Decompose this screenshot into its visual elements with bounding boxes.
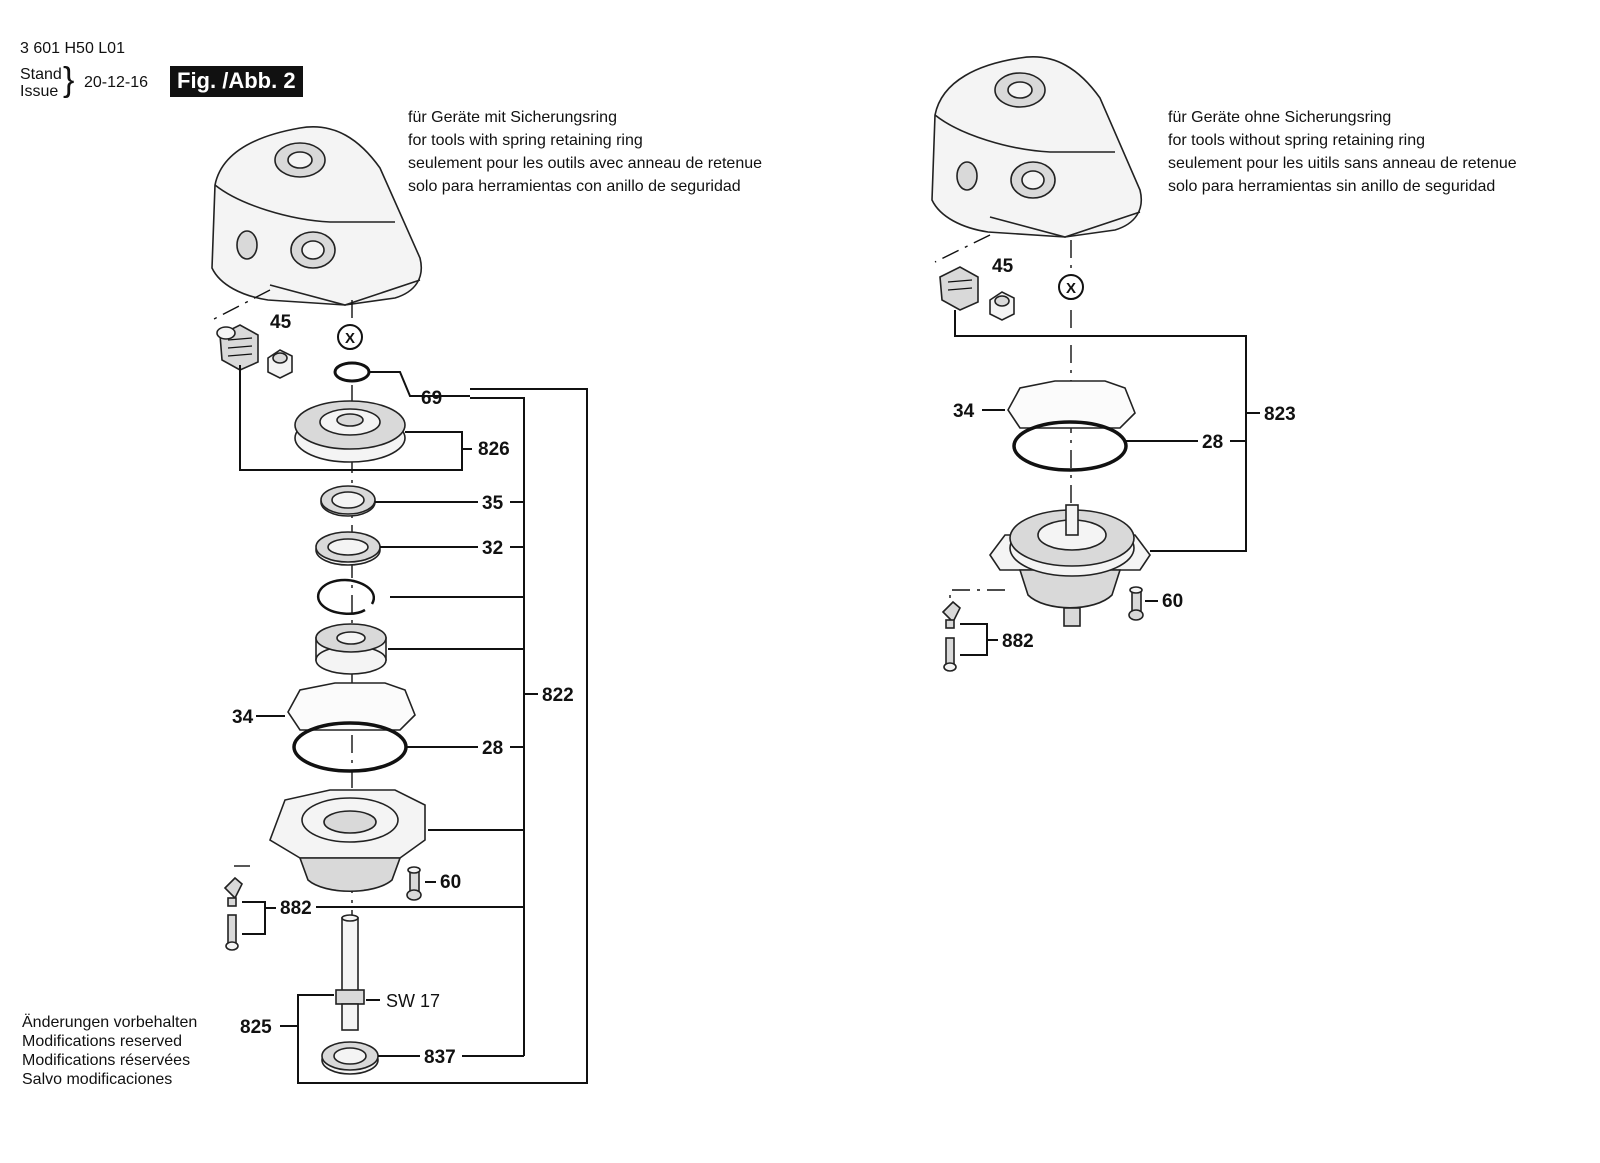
left-note-line: für Geräte mit Sicherungsring [408, 109, 617, 126]
left-assembly: X 45 69 826 35 [211, 126, 588, 1084]
right-note-line: solo para herramientas sin anillo de seg… [1168, 178, 1496, 195]
cover-plate-34-right [1007, 380, 1136, 429]
brace-glyph: } [63, 61, 75, 99]
left-note-line: seulement pour les outils avec anneau de… [408, 155, 763, 172]
gear-housing-left [211, 126, 422, 306]
x-marker-label: X [1066, 280, 1076, 297]
right-note-line: seulement pour les uitils sans anneau de… [1168, 155, 1517, 172]
screws-882-right [941, 600, 961, 672]
issue-label: Issue [20, 83, 59, 100]
seal-32 [315, 531, 381, 566]
part-label-822: 822 [542, 685, 574, 706]
retaining-ring-69 [333, 361, 371, 383]
x-marker-left [337, 324, 363, 350]
part-label-32: 32 [482, 538, 503, 559]
o-ring-28-right [1012, 420, 1128, 472]
left-note: für Geräte mit Sicherungsring for tools … [408, 106, 762, 198]
screw-60-right [1128, 586, 1144, 621]
part-label-69: 69 [421, 388, 442, 409]
figure-title: Fig. /Abb. 2 [170, 66, 303, 97]
part-label-837: 837 [424, 1047, 456, 1068]
crown-gear-826 [294, 400, 406, 463]
x-marker-right [1058, 274, 1084, 300]
left-note-line: solo para herramientas con anillo de seg… [408, 178, 741, 195]
pinion-gear-left [216, 324, 293, 379]
gear-housing-right [931, 56, 1142, 238]
screw-60 [406, 866, 422, 901]
ball-bearing [315, 623, 387, 675]
pinion-gear-right [939, 266, 1015, 321]
part-label-882: 882 [280, 898, 312, 919]
part-label-45-right: 45 [992, 256, 1014, 277]
part-label-60: 60 [440, 872, 461, 893]
stand-label: Stand [20, 66, 62, 83]
part-label-28: 28 [482, 738, 503, 759]
screws-882 [223, 876, 243, 951]
issue-date: 20-12-16 [84, 74, 149, 91]
footer-note-line: Modifications reserved [22, 1033, 183, 1050]
part-label-45: 45 [270, 312, 292, 333]
left-note-line: for tools with spring retaining ring [408, 132, 643, 149]
crown-gear-flange-assembly [989, 504, 1151, 627]
part-label-34-right: 34 [953, 401, 975, 422]
part-label-823: 823 [1264, 404, 1296, 425]
footer-note-line: Änderungen vorbehalten [22, 1014, 198, 1031]
part-label-35: 35 [482, 493, 504, 514]
part-label-60-right: 60 [1162, 591, 1183, 612]
footer-note-line: Salvo modificaciones [22, 1071, 173, 1088]
wrench-size-label: SW 17 [386, 991, 440, 1011]
part-label-882-right: 882 [1002, 631, 1034, 652]
right-assembly: X 45 823 34 28 [931, 56, 1296, 672]
needle-bearing-35 [320, 485, 376, 517]
footer-note: Änderungen vorbehalten Modifications res… [22, 1013, 197, 1089]
cover-plate-34 [287, 682, 416, 731]
right-note-line: für Geräte ohne Sicherungsring [1168, 109, 1392, 126]
part-label-28-right: 28 [1202, 432, 1223, 453]
x-marker-label: X [345, 330, 355, 347]
footer-note-line: Modifications réservées [22, 1052, 191, 1069]
part-label-34: 34 [232, 707, 254, 728]
right-note-line: for tools without spring retaining ring [1168, 132, 1426, 149]
document-number: 3 601 H50 L01 [20, 40, 125, 57]
spindle [335, 914, 365, 1031]
part-label-826: 826 [478, 439, 510, 460]
needle-bearing-837 [321, 1041, 379, 1075]
part-label-825: 825 [240, 1017, 272, 1038]
circlip [316, 578, 375, 615]
bearing-flange [269, 789, 426, 893]
right-note: für Geräte ohne Sicherungsring for tools… [1168, 106, 1517, 198]
